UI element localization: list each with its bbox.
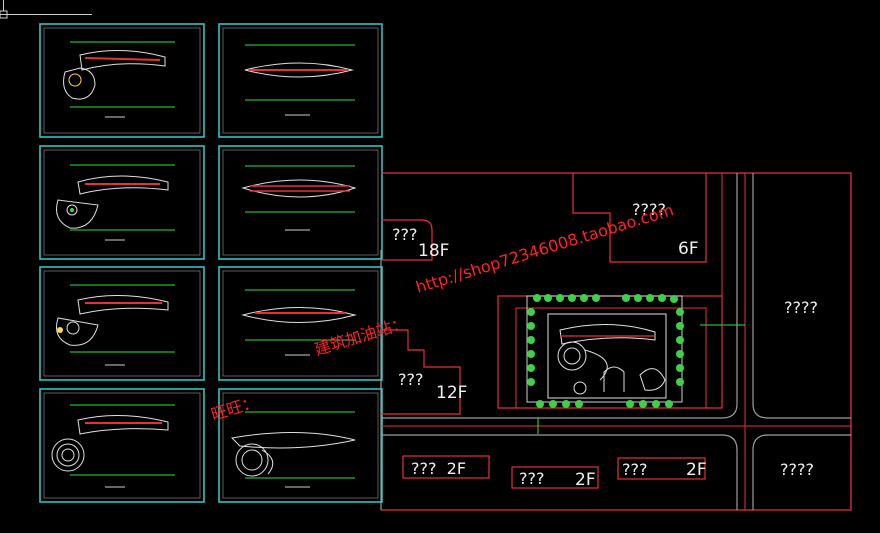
site-label-18f: 18F bbox=[418, 241, 449, 261]
site-label-12f: 12F bbox=[436, 383, 467, 403]
road-lines bbox=[380, 173, 851, 510]
site-label-6f: 6F bbox=[678, 239, 699, 259]
sheet-3[interactable] bbox=[39, 266, 205, 381]
site-label-6f-name: ???? bbox=[632, 200, 666, 219]
site-boundary bbox=[381, 172, 852, 511]
site-label-12f-name: ??? bbox=[398, 370, 423, 389]
watermark-url: http://shop72346008.taobao.com bbox=[413, 200, 675, 297]
neighbour-blocks bbox=[381, 173, 723, 489]
site-label-2f-left: ??? 2F bbox=[411, 459, 466, 478]
site-label-east-bottom: ???? bbox=[780, 460, 814, 479]
crosshair-cursor-icon bbox=[0, 0, 92, 19]
site-label-2f-mid-name: ??? bbox=[519, 469, 544, 488]
sheet-1[interactable] bbox=[39, 23, 205, 138]
site-plan[interactable]: ???? ??? 18F 6F ???? ??? 12F ??? 2F ??? … bbox=[380, 172, 852, 511]
site-label-east-top: ???? bbox=[784, 298, 818, 317]
sheet-4[interactable] bbox=[39, 388, 205, 503]
site-label-2f-right: 2F bbox=[686, 460, 707, 480]
watermark-site-name: 建筑加油站： bbox=[312, 313, 409, 359]
sheet-2[interactable] bbox=[39, 145, 205, 260]
sheet-5[interactable] bbox=[218, 23, 383, 138]
site-label-2f-right-name: ??? bbox=[622, 460, 647, 479]
tree-icons bbox=[527, 294, 684, 408]
sheet-6[interactable] bbox=[218, 145, 383, 260]
sheet-8[interactable] bbox=[218, 388, 383, 503]
watermark-wangwang: 旺旺： bbox=[209, 392, 260, 424]
site-label-18f-name: ??? bbox=[392, 225, 417, 244]
site-label-2f-mid: 2F bbox=[575, 470, 596, 490]
main-plot bbox=[515, 294, 745, 434]
sheet-7[interactable] bbox=[218, 266, 383, 381]
